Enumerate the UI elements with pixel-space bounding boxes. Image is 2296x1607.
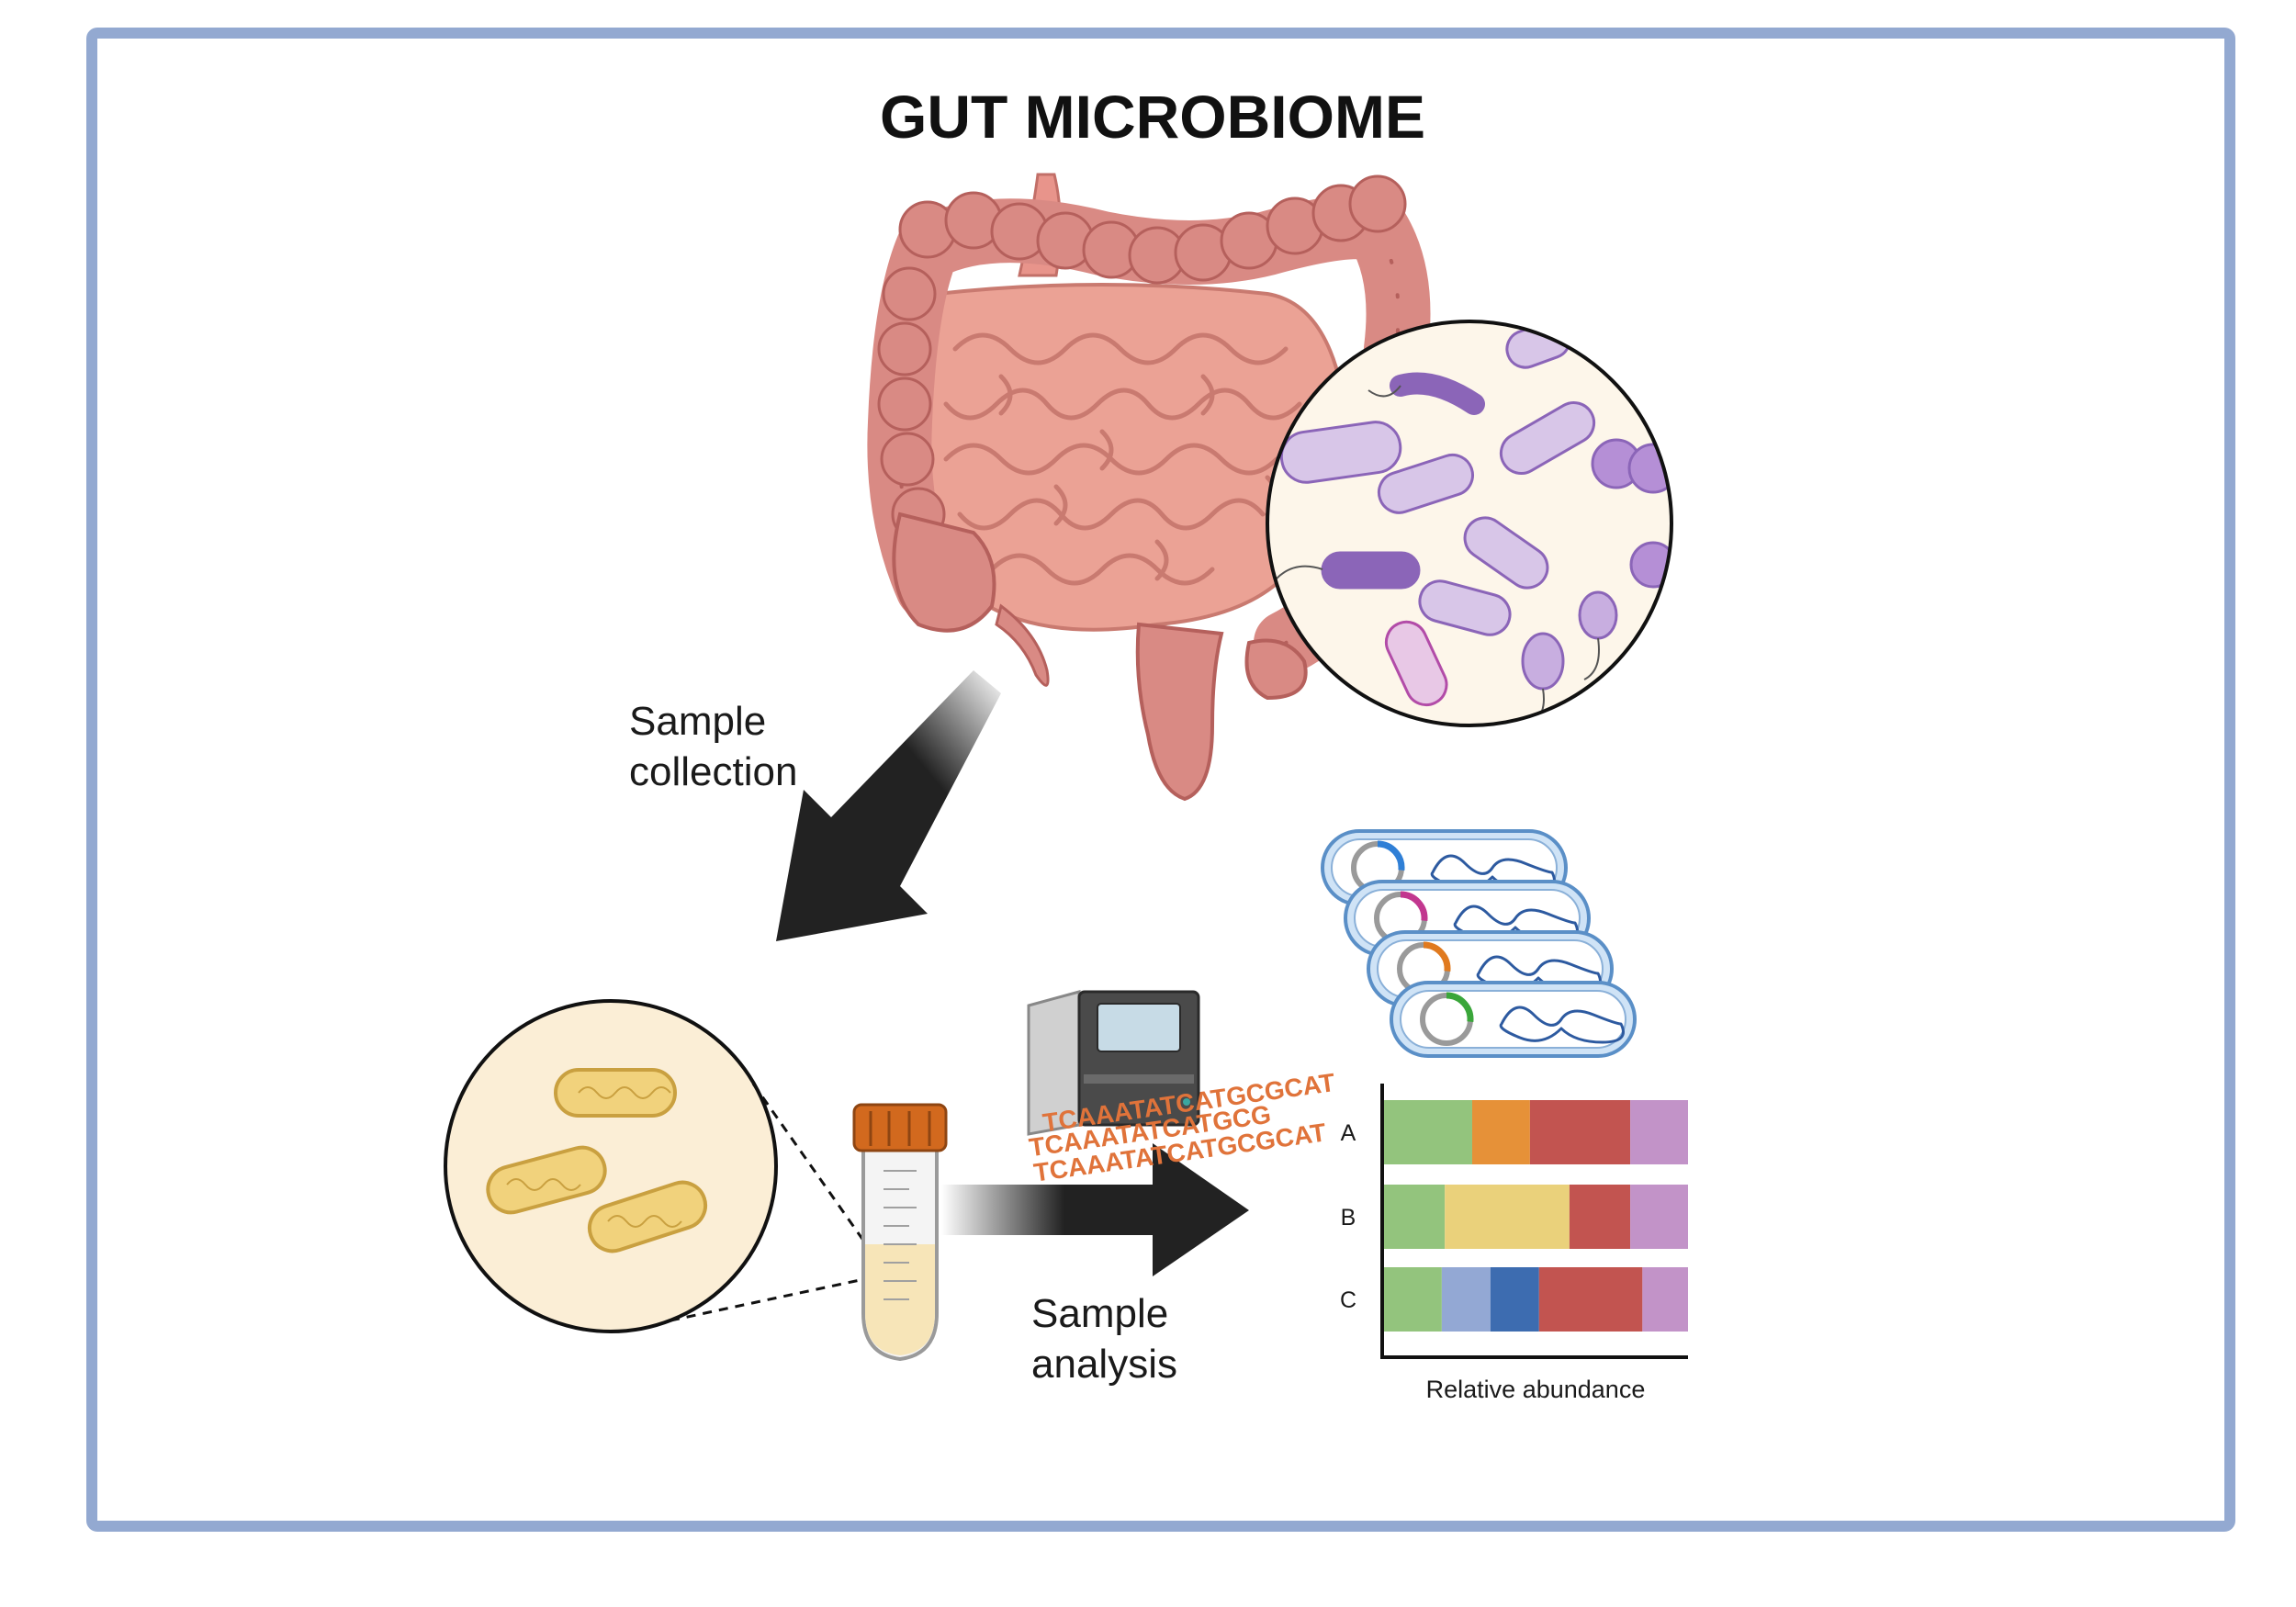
bar-segment-a xyxy=(1384,1100,1472,1164)
category-label: C xyxy=(1340,1287,1356,1313)
bar-segment-b xyxy=(1630,1185,1688,1249)
abundance-chart: A B C Relative abundance xyxy=(1340,1084,1688,1403)
bar-segment-c xyxy=(1384,1267,1442,1332)
bar-segment-c xyxy=(1538,1267,1643,1332)
intestine-icon xyxy=(867,173,1431,802)
bacteria-magnifier-icon xyxy=(1266,320,1673,727)
bar-segment-c xyxy=(1490,1267,1539,1332)
bacterial-genome-icon xyxy=(1390,981,1637,1058)
bar-segment-c xyxy=(1441,1267,1491,1332)
bar-segment-a xyxy=(1529,1100,1631,1164)
bar-segment-b xyxy=(1384,1185,1446,1249)
stool-sample-icon xyxy=(444,999,879,1333)
sample-tube-icon xyxy=(852,1103,948,1362)
category-label: B xyxy=(1341,1205,1356,1231)
bar-segment-b xyxy=(1445,1185,1570,1249)
bar-segment-b xyxy=(1569,1185,1631,1249)
collection-label-line2: collection xyxy=(629,749,797,794)
category-label: A xyxy=(1341,1120,1356,1146)
collection-arrow xyxy=(776,670,1001,941)
bar-segment-a xyxy=(1630,1100,1688,1164)
bar-segment-a xyxy=(1471,1100,1530,1164)
analysis-label-line1: Sample xyxy=(1031,1291,1168,1336)
figure-title: GUT MICROBIOME xyxy=(880,83,1425,151)
bacterial-genome-stack xyxy=(1321,829,1637,1058)
bar-segment-c xyxy=(1642,1267,1688,1332)
collection-label-line1: Sample xyxy=(629,699,766,744)
x-axis-label: Relative abundance xyxy=(1426,1376,1646,1403)
analysis-arrow xyxy=(941,1143,1249,1276)
analysis-label-line2: analysis xyxy=(1031,1342,1177,1387)
sequencer-icon xyxy=(1027,990,1200,1136)
